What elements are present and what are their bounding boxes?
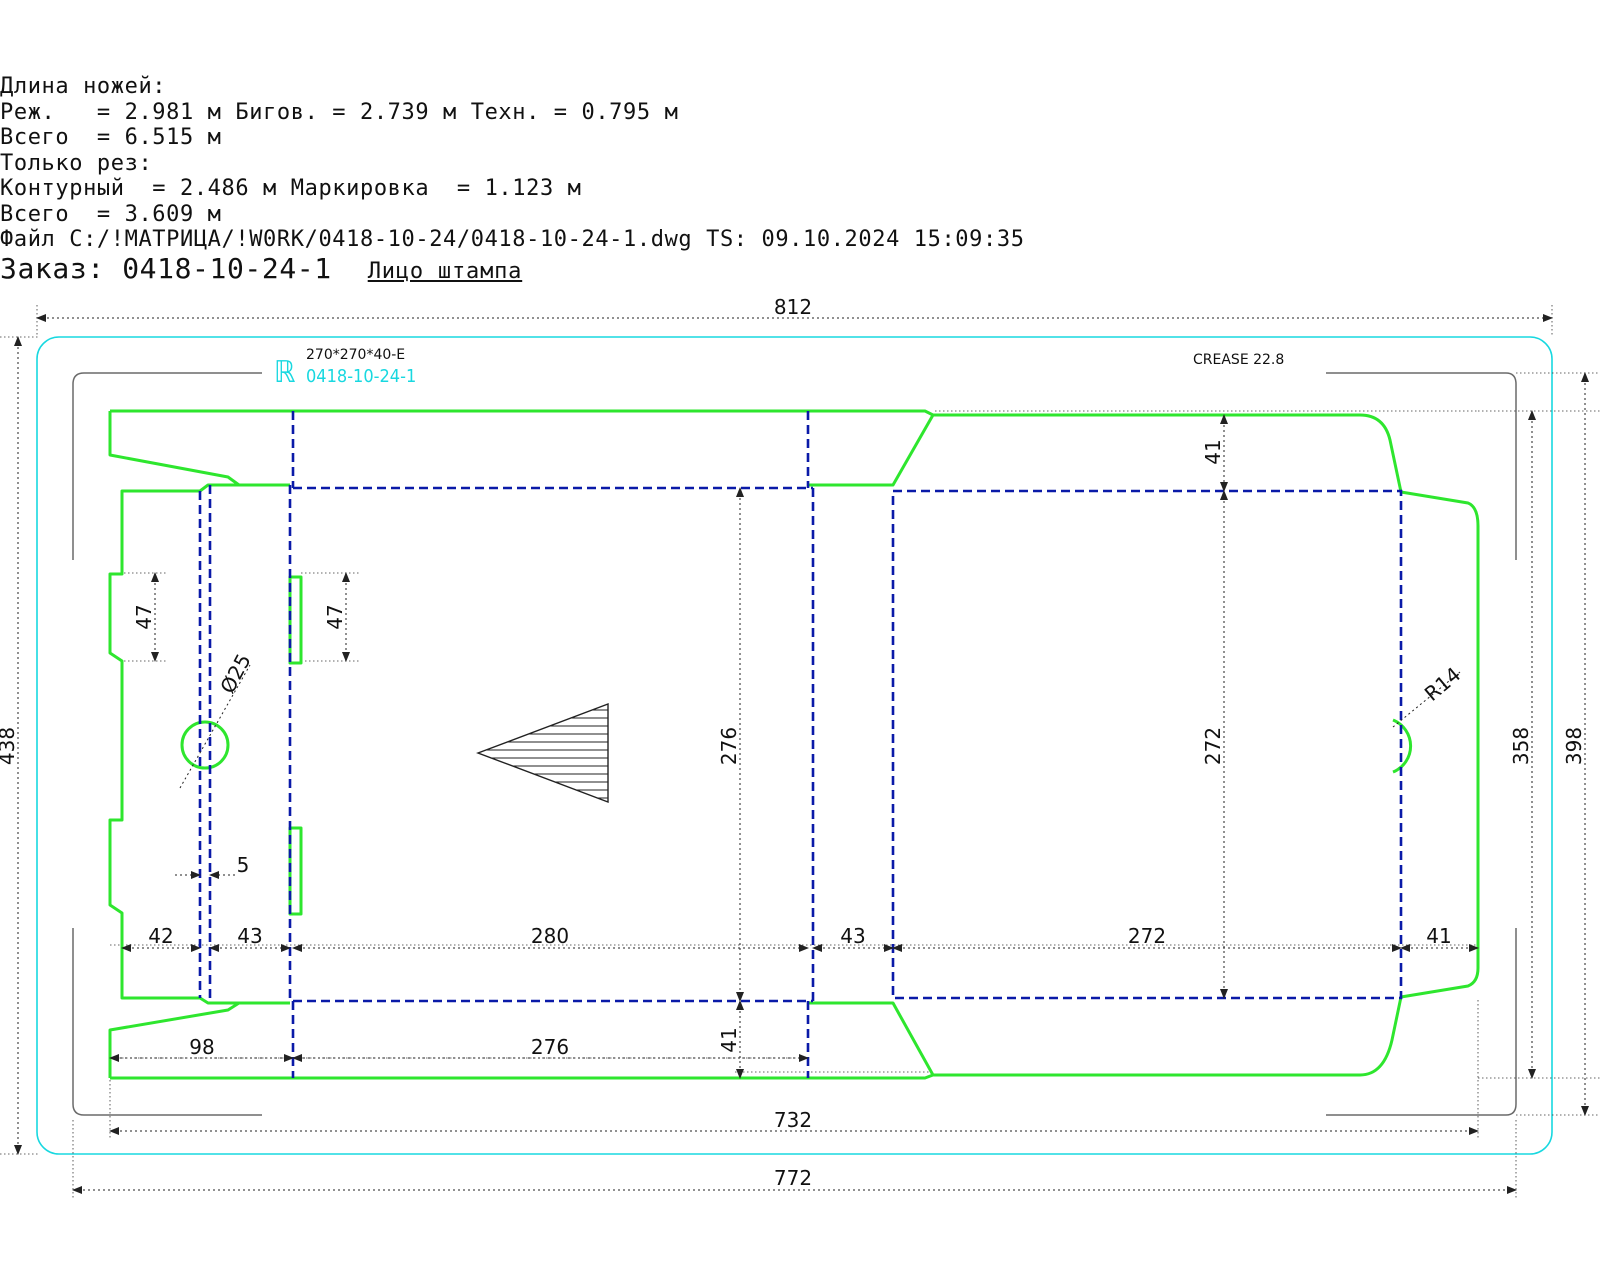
- cut-lines: [108, 409, 1480, 1080]
- dimension-labels: 812 438 772 732 398 358 276 272 41 41 47…: [0, 295, 1586, 1190]
- dim-overall-width: 812: [774, 295, 812, 319]
- dim-gap-5: 5: [237, 853, 250, 877]
- dim-seg-276: 276: [531, 1035, 569, 1059]
- knife-length-title: Длина ножей:: [0, 74, 167, 99]
- dim-tab-47-left: 47: [132, 604, 156, 629]
- top-left-flap: [108, 411, 241, 1078]
- outer-cut-contour: [110, 409, 1480, 1080]
- dim-radius: R14: [1420, 662, 1466, 706]
- dim-overall-height: 438: [0, 727, 19, 765]
- contour-marking-row: Контурный = 2.486 м Маркировка = 1.123 м: [0, 176, 582, 201]
- dim-blank-width: 732: [774, 1108, 812, 1132]
- stamp-logo: ℝ: [274, 355, 295, 390]
- stamp-spec: 270*270*40-E: [306, 347, 405, 363]
- file-path-row: Файл C:/!МАТРИЦА/!W0RK/0418-10-24/0418-1…: [0, 227, 1025, 252]
- order-label: Заказ: 0418-10-24-1: [0, 251, 332, 285]
- stamp-marking: ℝ 0418-10-24-1 270*270*40-E: [274, 347, 416, 390]
- dim-panel-272: 272: [1201, 727, 1225, 765]
- dimension-lines: [14, 314, 1589, 1194]
- right-panel-bottom-edge: [808, 1001, 935, 1076]
- dim-seg-41: 41: [1426, 924, 1451, 948]
- dim-seg-98: 98: [189, 1035, 214, 1059]
- knife-lengths-row: Реж. = 2.981 м Бигов. = 2.739 м Техн. = …: [0, 99, 679, 125]
- grain-direction-triangle: [476, 702, 609, 804]
- dim-hole-diameter: Ø25: [215, 650, 256, 698]
- dim-height-358: 358: [1509, 727, 1533, 765]
- dim-seg-43a: 43: [237, 924, 262, 948]
- dim-seg-280: 280: [531, 924, 569, 948]
- dim-seg-272: 272: [1128, 924, 1166, 948]
- extension-lines: [0, 305, 1600, 1200]
- slot-lower: [288, 826, 303, 916]
- board-border: [36, 336, 1553, 1155]
- dim-flap-41-top: 41: [1201, 439, 1225, 464]
- dim-flap-41-bottom: 41: [717, 1027, 741, 1052]
- inner-frame: [72, 372, 1517, 1116]
- dim-board-width: 772: [774, 1166, 812, 1190]
- stamp-code: 0418-10-24-1: [306, 366, 416, 387]
- cut-total-row: Всего = 3.609 м: [0, 201, 222, 227]
- cut-only-title: Только рез:: [0, 150, 153, 176]
- dim-tab-47-inner: 47: [323, 604, 347, 629]
- dim-height-398: 398: [1562, 727, 1586, 765]
- slot-upper: [288, 575, 303, 665]
- knife-total-row: Всего = 6.515 м: [0, 125, 222, 150]
- die-face-label: Лицо штампа: [367, 258, 523, 284]
- crease-lines: [198, 411, 1403, 1078]
- right-panel-top-edge: [808, 414, 935, 487]
- order-row: Заказ: 0418-10-24-1 Лицо штампа: [0, 252, 1025, 289]
- dim-seg-43b: 43: [840, 924, 865, 948]
- dim-panel-276: 276: [717, 727, 741, 765]
- dim-seg-42: 42: [148, 924, 173, 948]
- punch-hole: [180, 720, 230, 770]
- drawing-header: Длина ножей: Реж. = 2.981 м Бигов. = 2.7…: [0, 74, 1025, 289]
- crease-label: CREASE 22.8: [1193, 352, 1284, 368]
